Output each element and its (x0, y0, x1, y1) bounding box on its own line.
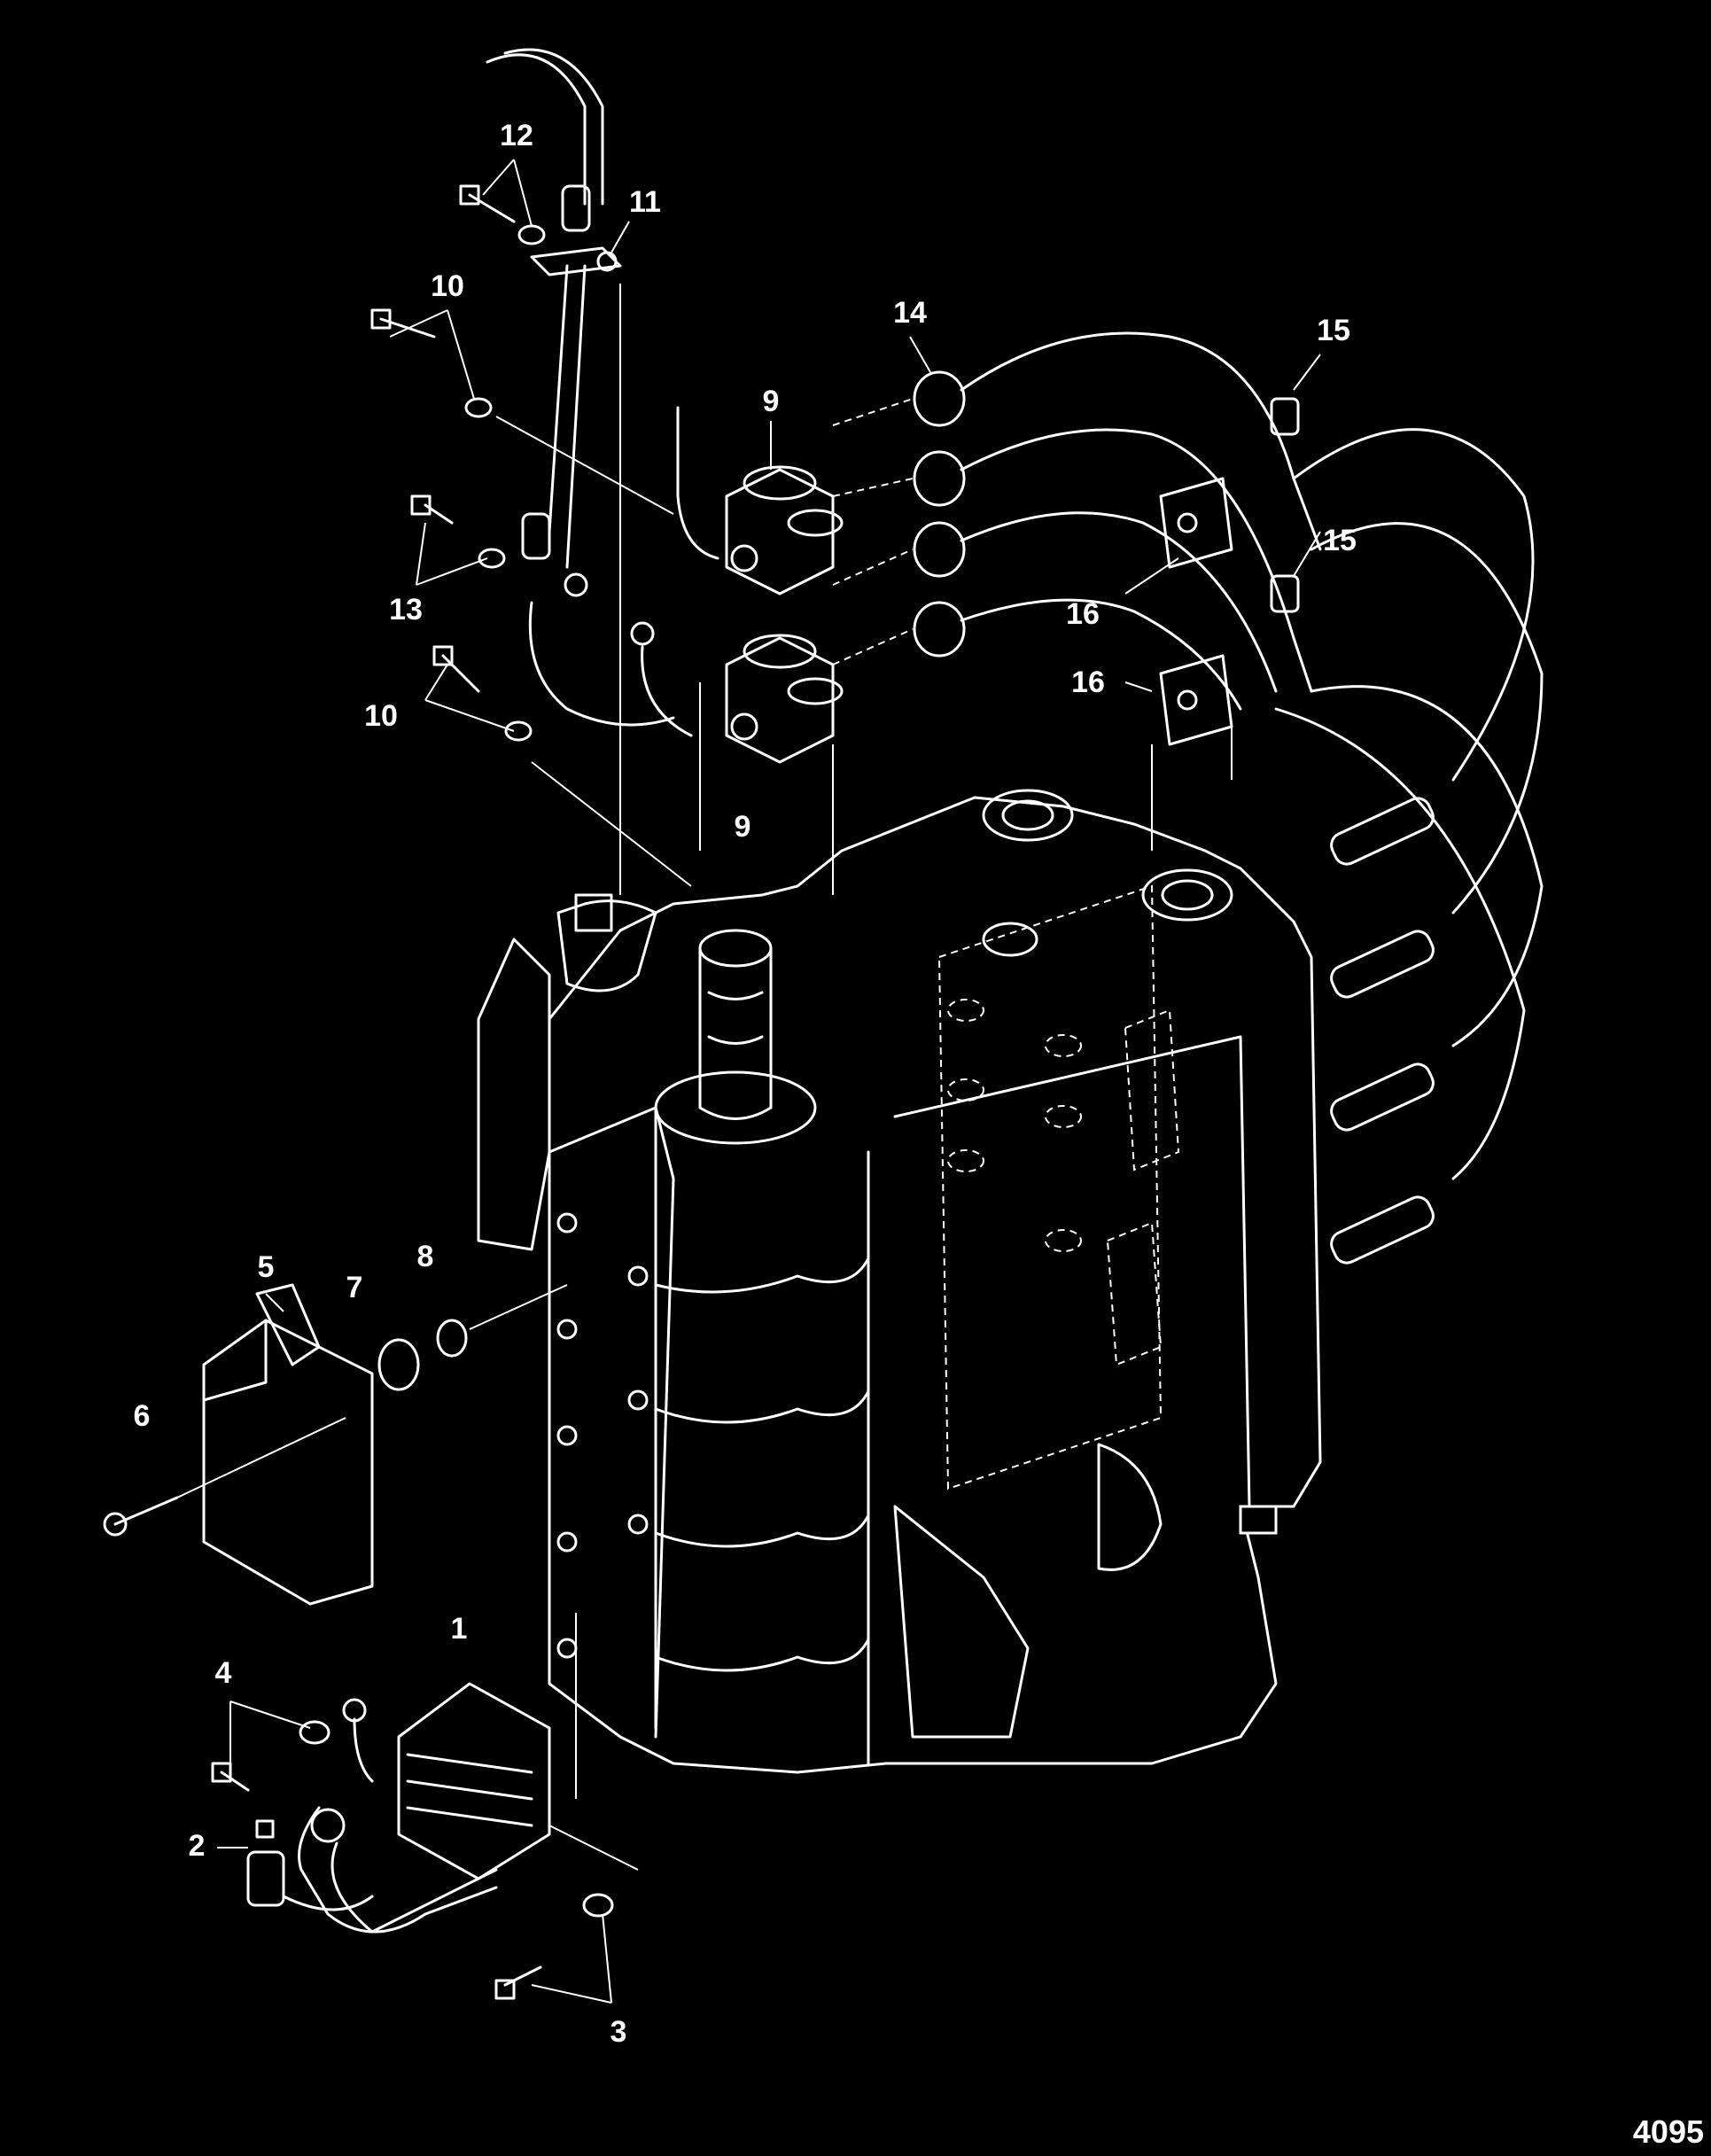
wire-clips (1270, 397, 1300, 613)
callout-4: 4 (215, 1656, 232, 1690)
engine-block (477, 789, 1322, 1774)
ground-wires (528, 406, 719, 737)
callout-10-upper: 10 (431, 269, 464, 303)
spark-plug-connectors (1330, 797, 1435, 1265)
brackets (1159, 477, 1233, 746)
callout-8: 8 (417, 1240, 434, 1273)
callout-7: 7 (346, 1271, 363, 1304)
ignition-coil-lower (725, 634, 844, 764)
ignition-coil-upper (725, 465, 844, 595)
callout-15-lower: 15 (1323, 524, 1357, 557)
callout-1: 1 (451, 1612, 468, 1646)
callout-9-upper: 9 (763, 385, 780, 418)
callout-16-upper: 16 (1066, 597, 1100, 631)
callout-10-lower: 10 (364, 699, 398, 733)
top-harness (486, 48, 622, 597)
callout-9-lower: 9 (735, 810, 751, 844)
regulator-fasteners (211, 1613, 639, 2000)
spark-plug-boots (913, 331, 1544, 1180)
callout-labels: 1 2 3 4 5 6 7 8 9 9 10 10 11 12 13 14 15… (134, 119, 1357, 2049)
callout-15-upper: 15 (1317, 314, 1350, 347)
callout-12: 12 (500, 119, 533, 152)
callout-2: 2 (189, 1829, 206, 1863)
cdm-module (202, 1283, 468, 1606)
callout-16-lower: 16 (1071, 665, 1105, 699)
callout-6: 6 (134, 1399, 151, 1433)
cdm-mount-screw (103, 1284, 568, 1537)
callout-5: 5 (258, 1250, 275, 1284)
callout-11: 11 (629, 185, 661, 219)
figure-number: 4095 (1632, 2113, 1704, 2150)
assembly-lines (495, 284, 1233, 895)
callout-3: 3 (611, 2015, 627, 2049)
callout-leaders (217, 159, 1321, 2004)
callout-14: 14 (893, 296, 927, 330)
voltage-regulator (246, 1682, 551, 1934)
callout-13: 13 (389, 593, 423, 627)
